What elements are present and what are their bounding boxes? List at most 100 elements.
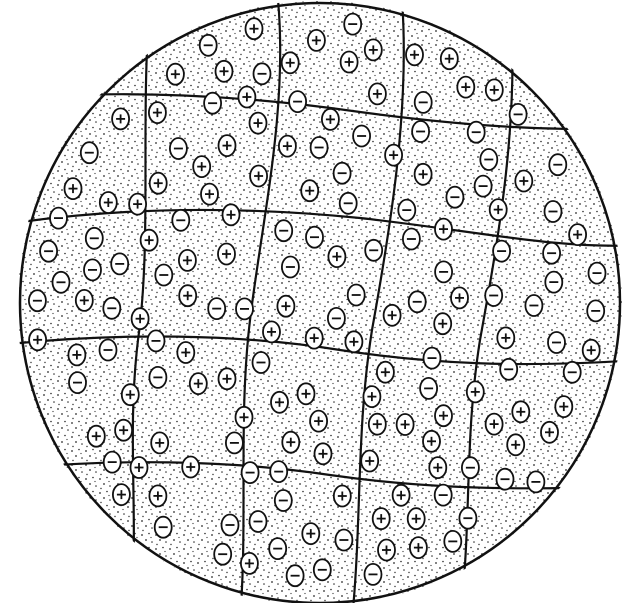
positive-ion	[497, 327, 514, 348]
negative-ion	[446, 187, 463, 208]
positive-ion	[423, 431, 440, 452]
negative-ion	[29, 290, 46, 311]
positive-ion	[377, 362, 394, 383]
positive-ion	[555, 396, 572, 417]
positive-ion	[65, 178, 82, 199]
positive-ion	[369, 414, 386, 435]
positive-ion	[236, 407, 253, 428]
positive-ion	[365, 39, 382, 60]
negative-ion	[545, 272, 562, 293]
negative-ion	[527, 471, 544, 492]
negative-ion	[226, 432, 243, 453]
negative-ion	[510, 104, 527, 125]
positive-ion	[435, 405, 452, 426]
positive-ion	[384, 305, 401, 326]
negative-ion	[111, 253, 128, 274]
positive-ion	[406, 44, 423, 65]
negative-ion	[86, 228, 103, 249]
negative-ion	[500, 359, 517, 380]
negative-ion	[485, 285, 502, 306]
negative-ion	[589, 263, 606, 284]
negative-ion	[353, 126, 370, 147]
negative-ion	[398, 200, 415, 221]
positive-ion	[435, 219, 452, 240]
negative-ion	[587, 300, 604, 321]
negative-ion	[81, 142, 98, 163]
negative-ion	[53, 272, 70, 293]
positive-ion	[363, 386, 380, 407]
positive-ion	[151, 432, 168, 453]
positive-ion	[150, 173, 167, 194]
positive-ion	[373, 508, 390, 529]
negative-ion	[200, 35, 217, 56]
negative-ion	[409, 291, 426, 312]
positive-ion	[434, 313, 451, 334]
negative-ion	[50, 208, 67, 229]
positive-ion	[241, 553, 258, 574]
positive-ion	[378, 540, 395, 561]
positive-ion	[451, 287, 468, 308]
negative-ion	[222, 515, 239, 536]
negative-ion	[564, 362, 581, 383]
negative-ion	[148, 330, 165, 351]
positive-ion	[149, 102, 166, 123]
positive-ion	[341, 52, 358, 73]
negative-ion	[435, 485, 452, 506]
positive-ion	[282, 52, 299, 73]
negative-ion	[170, 138, 187, 159]
positive-ion	[219, 135, 236, 156]
negative-ion	[334, 163, 351, 184]
positive-ion	[361, 451, 378, 472]
negative-ion	[208, 298, 225, 319]
negative-ion	[412, 121, 429, 142]
positive-ion	[486, 79, 503, 100]
negative-ion	[365, 564, 382, 585]
negative-ion	[543, 243, 560, 264]
negative-ion	[424, 348, 441, 369]
positive-ion	[302, 523, 319, 544]
negative-ion	[242, 462, 259, 483]
negative-ion	[420, 378, 437, 399]
negative-ion	[40, 241, 57, 262]
positive-ion	[308, 30, 325, 51]
negative-ion	[270, 461, 287, 482]
negative-ion	[545, 201, 562, 222]
negative-ion	[204, 93, 221, 114]
positive-ion	[457, 77, 474, 98]
positive-ion	[193, 156, 210, 177]
positive-ion	[113, 484, 130, 505]
negative-ion	[525, 295, 542, 316]
negative-ion	[172, 210, 189, 231]
positive-ion	[76, 290, 93, 311]
positive-ion	[131, 457, 148, 478]
negative-ion	[549, 154, 566, 175]
positive-ion	[223, 204, 240, 225]
positive-ion	[129, 194, 146, 215]
negative-ion	[348, 285, 365, 306]
negative-ion	[84, 259, 101, 280]
positive-ion	[298, 383, 315, 404]
positive-ion	[179, 285, 196, 306]
positive-ion	[218, 244, 235, 265]
positive-ion	[132, 308, 149, 329]
positive-ion	[393, 485, 410, 506]
positive-ion	[68, 344, 85, 365]
negative-ion	[468, 122, 485, 143]
negative-ion	[149, 367, 166, 388]
positive-ion	[410, 537, 427, 558]
positive-ion	[512, 401, 529, 422]
positive-ion	[122, 384, 139, 405]
positive-ion	[271, 392, 288, 413]
positive-ion	[250, 113, 267, 134]
positive-ion	[541, 422, 558, 443]
negative-ion	[275, 220, 292, 241]
negative-ion	[287, 565, 304, 586]
negative-ion	[100, 340, 117, 361]
positive-ion	[279, 136, 296, 157]
positive-ion	[29, 329, 46, 350]
negative-ion	[480, 149, 497, 170]
positive-ion	[263, 321, 280, 342]
positive-ion	[310, 411, 327, 432]
negative-ion	[444, 531, 461, 552]
